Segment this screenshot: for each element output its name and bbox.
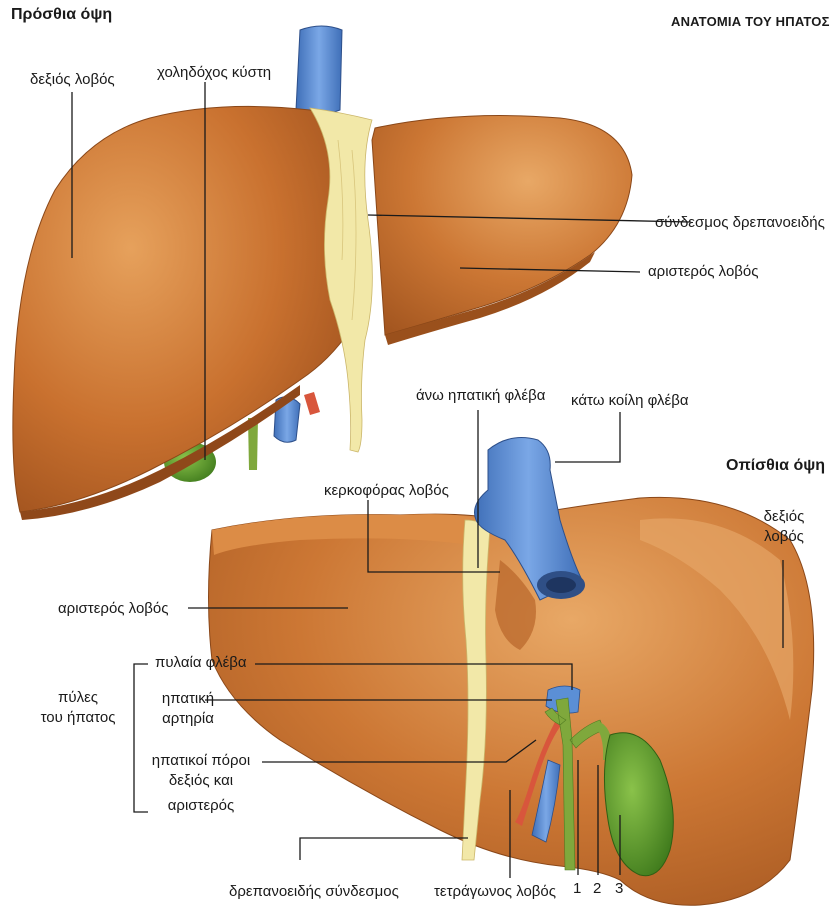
- back-falciform-ligament-label: δρεπανοειδής σύνδεσμος: [229, 883, 399, 901]
- quadrate-lobe-label: τετράγωνος λοβός: [434, 883, 556, 901]
- front-vessel-red: [304, 392, 320, 415]
- front-right-lobe-label: δεξιός λοβός: [30, 71, 115, 89]
- caudate-lobe-label: κερκοφόρας λοβός: [324, 482, 449, 500]
- hepatic-ducts-label-line1: ηπατικοί πόροι: [142, 752, 260, 770]
- front-view-heading: Πρόσθια όψη: [11, 6, 112, 24]
- upper-hepatic-vein-label: άνω ηπατική φλέβα: [416, 387, 545, 405]
- portal-vein-label: πυλαία φλέβα: [155, 654, 247, 672]
- hepatic-artery-label-line1: ηπατική: [148, 690, 228, 708]
- front-left-lobe-label: αριστερός λοβός: [648, 263, 759, 281]
- front-right-lobe: [13, 106, 350, 512]
- hepatic-ducts-label-line3: αριστερός: [142, 797, 260, 815]
- back-left-lobe-label: αριστερός λοβός: [58, 600, 169, 618]
- hepatic-artery-label-line2: αρτηρία: [148, 710, 228, 728]
- porta-hepatis-label-line2: του ήπατος: [35, 709, 121, 727]
- porta-hepatis-label-line1: πύλες: [35, 689, 121, 707]
- back-right-lobe-label-line1: δεξιός: [752, 508, 816, 526]
- back-view-liver: [209, 438, 814, 906]
- structure-number-3: 3: [615, 880, 623, 898]
- inferior-vena-cava-label: κάτω κοίλη φλέβα: [571, 392, 689, 410]
- back-right-lobe-label-line2: λοβός: [752, 528, 816, 546]
- hepatic-ducts-label-line2: δεξιός και: [142, 772, 260, 790]
- front-vena-cava: [296, 26, 342, 114]
- structure-number-2: 2: [593, 880, 601, 898]
- front-gallbladder-label: χοληδόχος κύστη: [157, 64, 271, 82]
- front-falciform-ligament-label: σύνδεσμος δρεπανοειδής: [655, 214, 825, 232]
- page-title: ΑΝΑΤΟΜΙΑ ΤΟΥ ΗΠΑΤΟΣ: [671, 13, 830, 31]
- structure-number-1: 1: [573, 880, 581, 898]
- back-view-heading: Οπίσθια όψη: [726, 457, 825, 475]
